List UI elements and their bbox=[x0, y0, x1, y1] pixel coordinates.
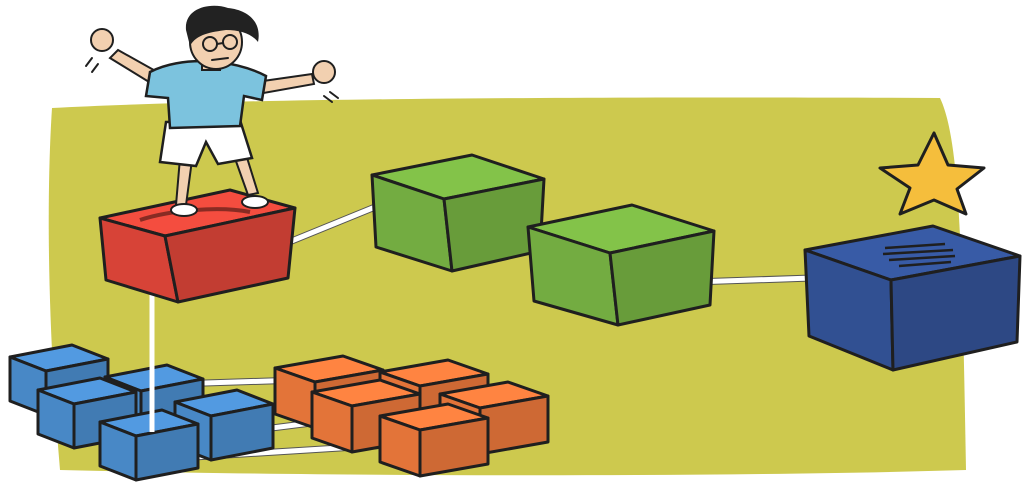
goal-blue-block bbox=[803, 224, 1022, 372]
person-hair bbox=[185, 5, 259, 46]
person-shoe bbox=[241, 195, 269, 209]
orange-block-cluster bbox=[273, 354, 550, 478]
star-icon bbox=[878, 131, 986, 216]
person-shorts bbox=[158, 118, 254, 168]
small-blue-block bbox=[98, 408, 200, 482]
person-shirt bbox=[144, 59, 268, 130]
blue-block-cluster bbox=[8, 343, 275, 482]
orange-block bbox=[378, 402, 490, 478]
green-block bbox=[370, 153, 546, 273]
person-figure bbox=[85, 5, 339, 217]
person-shoe bbox=[170, 203, 198, 217]
green-block bbox=[526, 203, 716, 327]
